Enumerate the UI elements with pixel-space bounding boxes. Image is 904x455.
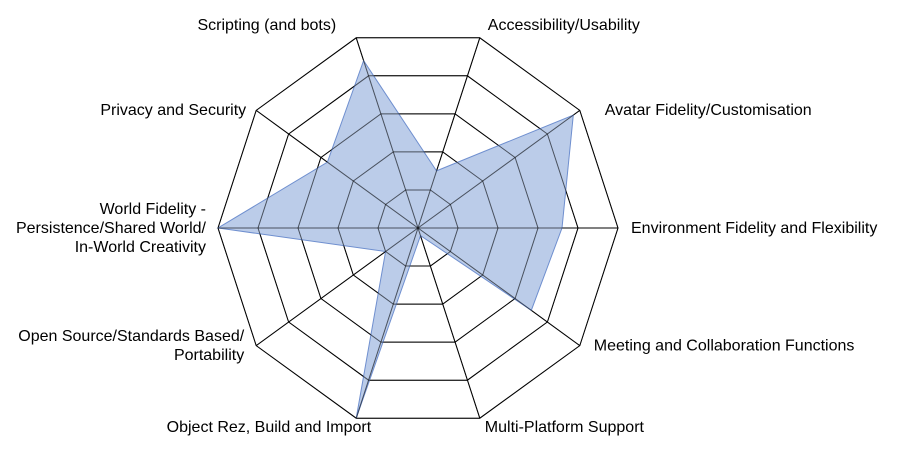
axis-label: Scripting (and bots) <box>197 17 336 34</box>
axis-label: Open Source/Standards Based/Portability <box>18 328 244 364</box>
axis-label: Environment Fidelity and Flexibility <box>631 220 877 237</box>
axis-spoke <box>355 37 419 229</box>
axis-label-line: Open Source/Standards Based/ <box>18 328 244 345</box>
axis-label-line: Privacy and Security <box>100 102 246 119</box>
axis-spoke <box>355 227 419 419</box>
axis-spoke <box>255 227 419 347</box>
axis-label-line: Multi-Platform Support <box>485 419 645 436</box>
axis-label: Multi-Platform Support <box>485 419 645 436</box>
axis-label: Accessibility/Usability <box>488 17 640 34</box>
axis-label-line: In-World Creativity <box>75 239 206 256</box>
axis-spoke <box>417 109 581 229</box>
axis-spoke <box>417 227 581 347</box>
axis-label-line: World Fidelity - <box>100 201 206 218</box>
axis-label: Privacy and Security <box>100 102 246 119</box>
axis-label: Object Rez, Build and Import <box>167 419 372 436</box>
axis-label-line: Persistence/Shared World/ <box>16 220 207 237</box>
axis-label-line: Accessibility/Usability <box>488 17 640 34</box>
axis-spoke <box>417 227 481 419</box>
axis-label-line: Avatar Fidelity/Customisation <box>605 102 812 119</box>
radar-grid-overlay <box>217 37 619 419</box>
radar-series <box>216 37 619 419</box>
axis-label: World Fidelity - Persistence/Shared World… <box>16 201 207 256</box>
axis-label: Avatar Fidelity/Customisation <box>605 102 812 119</box>
axis-label-line: Environment Fidelity and Flexibility <box>631 220 877 237</box>
axis-label: Meeting and Collaboration Functions <box>594 337 855 354</box>
axis-spoke <box>255 109 419 229</box>
axis-label-line: Scripting (and bots) <box>197 17 336 34</box>
axis-label-line: Object Rez, Build and Import <box>167 419 372 436</box>
axis-spoke <box>417 37 481 229</box>
axis-label-line: Portability <box>174 347 244 364</box>
axis-label-line: Meeting and Collaboration Functions <box>594 337 855 354</box>
